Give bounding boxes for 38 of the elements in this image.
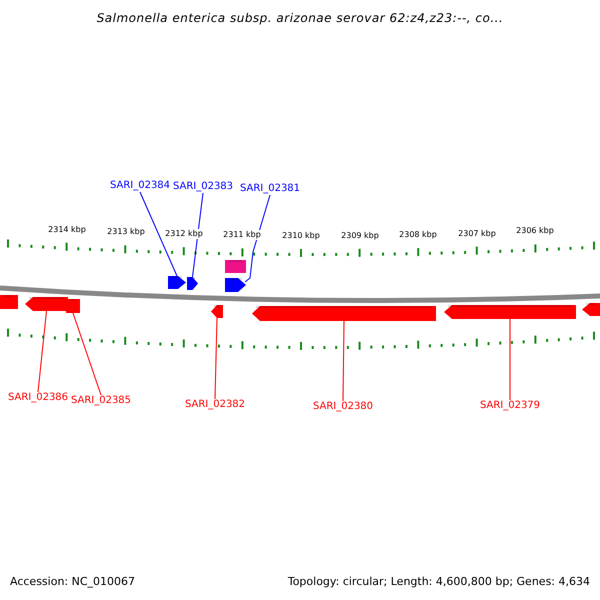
scale-label: 2308 kbp: [399, 230, 437, 240]
gene-feature: [444, 305, 576, 319]
gene-feature: [25, 297, 68, 311]
scale-label: 2311 kbp: [223, 230, 261, 240]
gene-label: SARI_02379: [480, 400, 540, 412]
gene-label: SARI_02382: [184, 399, 246, 411]
accession-note: Accession: NC_010067: [10, 575, 136, 588]
leader-line: [342, 320, 344, 402]
leader-line: [140, 192, 178, 276]
gene-label: SARI_02386: [8, 392, 68, 404]
gene-label: SARI_02385: [70, 395, 132, 407]
gene-label: SARI_02381: [240, 183, 300, 195]
leader-line: [72, 312, 102, 396]
gene-label: SARI_02380: [312, 401, 374, 413]
scale-label: 2312 kbp: [165, 229, 203, 240]
scale-label: 2313 kbp: [107, 227, 145, 238]
gene-feature: [187, 277, 198, 290]
gene-block: [225, 260, 246, 273]
gene-feature: [0, 295, 18, 309]
gene-label: SARI_02384: [110, 180, 170, 192]
scale-label: 2306 kbp: [516, 226, 554, 236]
scale-label: 2309 kbp: [341, 230, 379, 241]
leader-line: [214, 318, 218, 400]
gene-feature: [582, 303, 600, 316]
gene-feature: [66, 299, 80, 313]
scale-label: 2314 kbp: [48, 224, 86, 235]
scale-label: 2307 kbp: [458, 228, 496, 239]
gene-feature: [225, 278, 246, 292]
gene-feature: [168, 276, 186, 289]
title: Salmonella enterica subsp. arizonae serovar 62:z4,z23:--, co...: [96, 12, 504, 24]
leader-line: [38, 310, 47, 392]
leader-line: [244, 194, 270, 282]
gene-feature: [211, 305, 223, 318]
scale-label: 2310 kbp: [282, 230, 320, 241]
gene-feature: [252, 306, 436, 321]
genome-summary: Topology: circular; Length: 4,600,800 bp; Genes: 4,634: [288, 575, 590, 588]
leader-line: [192, 192, 204, 278]
gene-label: SARI_02383: [172, 181, 234, 193]
